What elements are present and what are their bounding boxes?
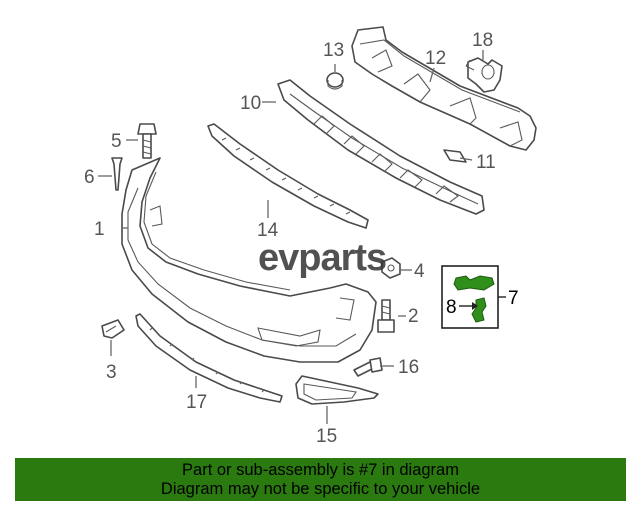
diagram-notice-banner: Part or sub-assembly is #7 in diagram Di… (15, 458, 626, 501)
callout-16: 16 (398, 357, 419, 378)
callout-5: 5 (111, 131, 122, 152)
part-18-bracket (465, 57, 503, 93)
callout-3: 3 (106, 362, 117, 383)
callout-15: 15 (316, 426, 337, 447)
part-7-highlighted-bracket (453, 275, 495, 291)
callout-14: 14 (257, 220, 279, 241)
part-16-screw (353, 357, 383, 377)
watermark-logo: evparts (258, 237, 386, 279)
part-1-bumper-cover (121, 157, 377, 363)
callout-7: 7 (508, 288, 519, 309)
notice-line-1: Part or sub-assembly is #7 in diagram (182, 461, 459, 479)
callout-labels: 1 2 3 4 5 6 7 8 10 11 12 13 14 15 16 17 … (84, 30, 519, 447)
part-14-support-strip (207, 123, 369, 229)
callout-6: 6 (84, 167, 95, 188)
notice-line-2: Diagram may not be specific to your vehi… (160, 480, 481, 498)
part-4-nut (381, 257, 401, 279)
callout-17: 17 (186, 392, 207, 413)
part-15-bezel (295, 375, 379, 405)
callout-18: 18 (472, 30, 493, 51)
callout-13: 13 (323, 40, 344, 61)
leader-lines (98, 50, 484, 424)
part-13-clip (326, 72, 344, 90)
part-6-pin (111, 157, 123, 191)
part-17-lower-strip (135, 313, 283, 403)
callout-2: 2 (408, 306, 419, 327)
part-12-reinforcement-beam (351, 26, 537, 151)
part-5-bolt (137, 123, 157, 159)
part-8-highlighted-clip (471, 297, 487, 323)
part-10-energy-absorber (277, 79, 485, 215)
part-7-assembly-box (441, 265, 506, 329)
callout-4: 4 (414, 261, 425, 282)
callout-1: 1 (94, 219, 105, 240)
part-2-bolt (377, 299, 395, 333)
part-11-plate (443, 149, 467, 163)
callout-12: 12 (425, 48, 446, 69)
callout-8: 8 (446, 297, 457, 318)
part-3-screw (101, 319, 125, 339)
callout-11: 11 (476, 152, 496, 173)
callout-10: 10 (240, 93, 261, 114)
